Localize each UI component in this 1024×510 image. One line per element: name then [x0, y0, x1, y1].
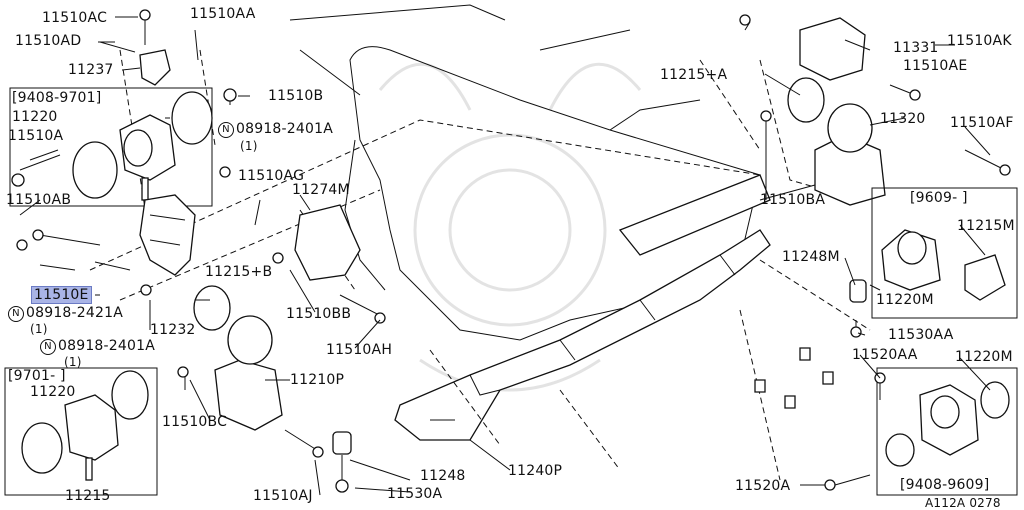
- label-11520A[interactable]: 11520A: [735, 478, 791, 494]
- label-11320[interactable]: 11320: [880, 111, 926, 127]
- box-9701-frame: [4, 367, 158, 496]
- label-11220M-box[interactable]: 11220M: [876, 292, 934, 308]
- box-9408-9609-frame: [876, 367, 1018, 496]
- bracket-11237: [139, 49, 171, 86]
- label-date-9609: [9609- ]: [910, 190, 968, 206]
- part-number: 08918-2401A: [236, 121, 333, 137]
- label-11530AA[interactable]: 11530AA: [888, 327, 954, 343]
- label-11237[interactable]: 11237: [68, 62, 114, 78]
- label-11215M[interactable]: 11215M: [957, 218, 1015, 234]
- label-11331[interactable]: 11331: [893, 40, 939, 56]
- label-11510AA[interactable]: 11510AA: [190, 6, 256, 22]
- label-11220M-bot[interactable]: 11220M: [955, 349, 1013, 365]
- label-11510BA[interactable]: 11510BA: [760, 192, 826, 208]
- mount-11210P: [193, 285, 283, 431]
- part-number: 08918-2401A: [58, 338, 155, 354]
- leader-lines: [19, 16, 991, 496]
- guide-lines: [89, 49, 871, 481]
- label-11510AB[interactable]: 11510AB: [6, 192, 72, 208]
- label-11240P[interactable]: 11240P: [508, 463, 563, 479]
- part-number: 08918-2421A: [26, 305, 123, 321]
- label-11510AK[interactable]: 11510AK: [947, 33, 1012, 49]
- crossmember-detail: [430, 254, 736, 421]
- mount-11215: [21, 370, 149, 481]
- label-11510AG[interactable]: 11510AG: [238, 168, 305, 184]
- label-date-9408-9609: [9408-9609]: [900, 477, 990, 493]
- label-11274M[interactable]: 11274M: [292, 182, 350, 198]
- label-11210P[interactable]: 11210P: [290, 372, 345, 388]
- crossmember-bar: [618, 174, 771, 256]
- nut-marker-icon: N: [40, 339, 56, 355]
- label-11248[interactable]: 11248: [420, 468, 466, 484]
- box-9609-frame: [871, 187, 1018, 319]
- label-diagram-ref: A112A 0278: [925, 496, 1001, 510]
- label-11520AA[interactable]: 11520AA: [852, 347, 918, 363]
- nut-marker-icon: N: [218, 122, 234, 138]
- label-11510AJ[interactable]: 11510AJ: [253, 488, 313, 504]
- label-qty-top: (1): [240, 139, 258, 153]
- nut-marker-icon: N: [8, 306, 24, 322]
- label-11510A[interactable]: 11510A: [8, 128, 64, 144]
- label-11510AH[interactable]: 11510AH: [326, 342, 393, 358]
- bushing-11248: [332, 279, 867, 455]
- label-11215[interactable]: 11215: [65, 488, 111, 504]
- label-11248M[interactable]: 11248M: [782, 249, 840, 265]
- label-11530A[interactable]: 11530A: [387, 486, 443, 502]
- label-11510AC[interactable]: 11510AC: [42, 10, 108, 26]
- engine-outline: [289, 4, 761, 341]
- box-9408-9701-frame: [9, 87, 213, 207]
- label-11510AD[interactable]: 11510AD: [15, 33, 82, 49]
- label-qty-2421A: (1): [30, 322, 48, 336]
- crossmember-beam: [394, 229, 771, 441]
- label-date-9408-9701: [9408-9701]: [12, 90, 102, 106]
- label-qty-bot: (1): [64, 355, 82, 369]
- mount-11220M: [885, 381, 1010, 467]
- label-11510AF[interactable]: 11510AF: [950, 115, 1014, 131]
- mount-11220-top: [72, 91, 213, 201]
- mount-11215M: [881, 229, 1006, 301]
- bracket-11232: [139, 194, 196, 276]
- label-11232[interactable]: 11232: [150, 322, 196, 338]
- label-11510AE[interactable]: 11510AE: [903, 58, 968, 74]
- label-11510BC[interactable]: 11510BC: [162, 414, 228, 430]
- label-11220-box[interactable]: 11220: [30, 384, 76, 400]
- label-11220-top[interactable]: 11220: [12, 109, 58, 125]
- mount-11320: [787, 17, 886, 206]
- label-date-9701: [9701- ]: [8, 368, 66, 384]
- label-11510E[interactable]: 11510E: [31, 286, 92, 304]
- label-11215B[interactable]: 11215+B: [205, 264, 273, 280]
- bolts: [11, 9, 1011, 493]
- bracket-11274M: [294, 204, 361, 281]
- label-11510B[interactable]: 11510B: [268, 88, 324, 104]
- label-11510BB[interactable]: 11510BB: [286, 306, 352, 322]
- label-11215A[interactable]: 11215+A: [660, 67, 728, 83]
